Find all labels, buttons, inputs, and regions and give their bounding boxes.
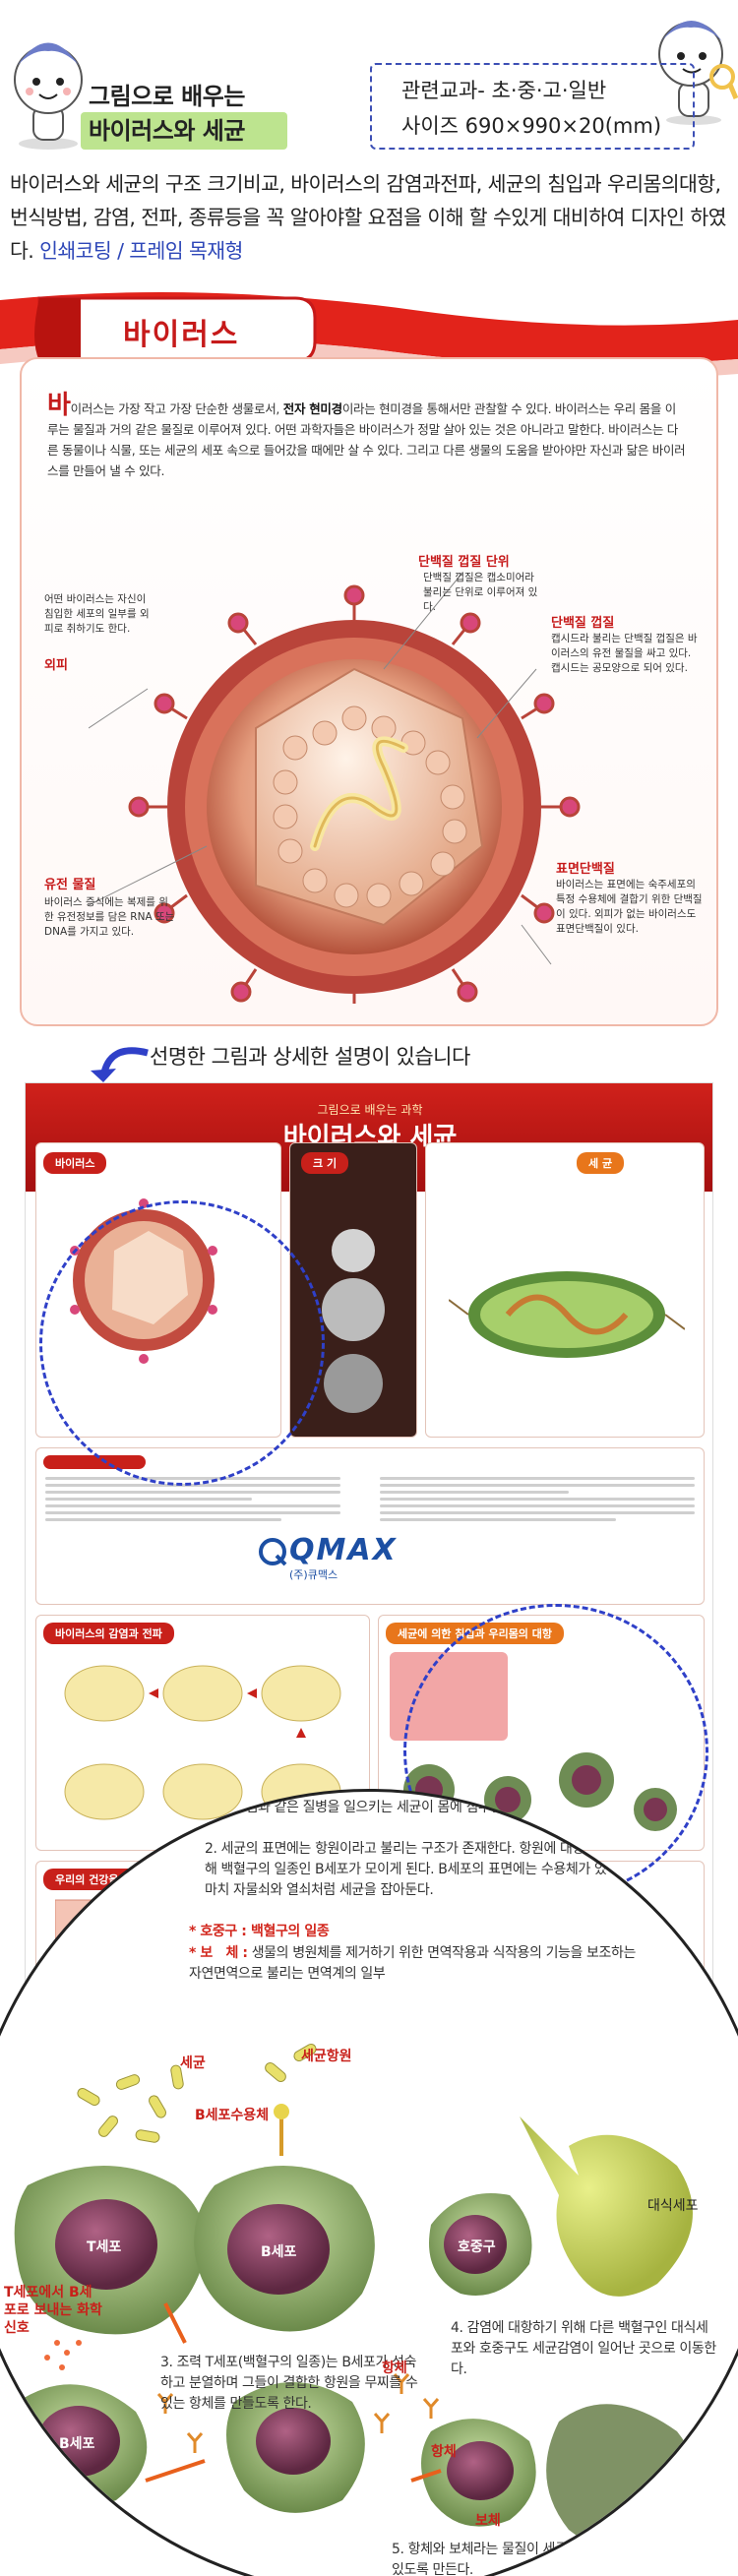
note-envelope: 어떤 바이러스는 자신이 침입한 세포의 일부를 외피로 취하기도 한다. xyxy=(44,593,150,635)
highlight-circle-virus xyxy=(39,1200,325,1486)
virus-intro: 바이러스는 가장 작고 가장 단순한 생물로서, 전자 현미경이라는 현미경을 … xyxy=(47,393,687,481)
label-antigen: 세균항원 xyxy=(301,2049,352,2064)
product-description: 바이러스와 세균의 구조 크기비교, 바이러스의 감염과전파, 세균의 침입과 … xyxy=(10,167,728,268)
poster-text-lines-right xyxy=(380,1477,695,1525)
label-capsomere: 단백질 껍질 단위 xyxy=(418,555,510,570)
zoom-step-5: 5. 항체와 보체라는 물질이 세균을 쉽게 죽일 수 있도록 만든다. xyxy=(392,2542,653,2576)
label-antibody-2: 항체 xyxy=(431,2444,457,2460)
poster-bacteria-image xyxy=(449,1271,685,1358)
note-capsid: 캡시드라 불리는 단백질 껍질은 바이러스의 유전 물질을 싸고 있다. 캡시드… xyxy=(551,633,698,674)
note-capsomere: 단백질 껍질은 캡소미어라 불리는 단위로 이루어져 있다. xyxy=(423,572,538,613)
description-text: 바이러스와 세균의 구조 크기비교, 바이러스의 감염과전파, 세균의 침입과 … xyxy=(10,172,726,263)
zoom-step-2: 2. 세균의 표면에는 항원이라고 불리는 구조가 존재한다. 항원에 대항하기… xyxy=(205,1841,626,1898)
description-highlight: 인쇄코팅 / 프레임 목재형 xyxy=(39,239,243,263)
zoom-step-1: 1. 인후염과 같은 질병을 일으키는 세균이 몸에 침투한다. xyxy=(205,1800,520,1815)
poster-infection-image xyxy=(64,1665,341,1820)
virus-heading: 바이러스 xyxy=(123,318,240,352)
title-block: 그림으로 배우는 바이러스와 세균 xyxy=(81,77,287,153)
qmax-logo-sub: (주)큐맥스 xyxy=(289,1568,338,1581)
header: 그림으로 배우는 바이러스와 세균 관련교과- 초·중·고·일반 사이즈 690… xyxy=(0,0,738,157)
zoom-def-1: * 호중구 : 백혈구의 일종 xyxy=(189,1924,330,1939)
label-bacteria: 세균 xyxy=(180,2055,206,2071)
virus-intro-text-1: 이러스는 가장 작고 가장 단순한 생물로서, xyxy=(70,401,283,416)
zoom-step-4: 4. 감염에 대항하기 위해 다른 백혈구인 대식세포와 호중구도 세균감염이 … xyxy=(451,2320,716,2377)
qmax-logo-icon xyxy=(259,1538,287,1566)
note-genetic: 바이러스 증식에는 복제를 위한 유전정보를 담은 RNA 또는 DNA를 가지… xyxy=(44,896,175,938)
callout-text: 선명한 그림과 상세한 설명이 있습니다 xyxy=(150,1045,470,1069)
label-b-receptor: B세포수용체 xyxy=(195,2108,270,2123)
label-surface: 표면단백질 xyxy=(556,862,615,877)
virus-intro-bold: 전자 현미경 xyxy=(282,401,342,416)
title-line-2: 바이러스와 세균 xyxy=(81,112,287,150)
zoom-circle: 1. 인후염과 같은 질병을 일으키는 세균이 몸에 침투한다. 2. 세균의 … xyxy=(0,1789,738,2576)
zoom-def-2: * 보 체 : 생물의 병원체를 제거하기 위한 면역작용과 식작용의 기능을 … xyxy=(189,1943,642,1985)
poster-tag-infection: 바이러스의 감염과 전파 xyxy=(43,1623,174,1644)
label-capsid: 단백질 껍질 xyxy=(551,616,615,631)
label-b-cell: B세포 xyxy=(261,2244,297,2260)
label-neutrophil: 호중구 xyxy=(458,2239,496,2255)
mascot-right-icon xyxy=(658,21,738,125)
poster-size-image xyxy=(322,1229,385,1413)
mascot-left-icon xyxy=(14,42,83,150)
label-complement: 보체 xyxy=(475,2513,501,2529)
zoom-def-2-text: 생물의 병원체를 제거하기 위한 면역작용과 식작용의 기능을 보조하는 자연면… xyxy=(189,1945,636,1982)
poster-subtitle: 그림으로 배우는 과학 xyxy=(317,1103,423,1117)
poster-tag-bacteria: 세 균 xyxy=(577,1152,625,1174)
info-subject: 관련교과- 초·중·고·일반 xyxy=(401,79,607,102)
virus-intro-text-2: 이라는 현미경을 통해서만 관찰할 수 있다. 바이러스는 우리 몸을 이루는 … xyxy=(47,401,686,478)
label-signal: T세포에서 B세포로 보내는 화학신호 xyxy=(4,2285,102,2336)
zoom-step-3: 3. 조력 T세포(백혈구의 일종)는 B세포가 성숙하고 분열하며 그들이 결… xyxy=(160,2355,418,2412)
virus-illustration xyxy=(89,572,581,1004)
poster-tag-size: 크 기 xyxy=(301,1152,349,1174)
zoom-detail: 1. 인후염과 같은 질병을 일으키는 세균이 몸에 침투한다. 2. 세균의 … xyxy=(0,1789,738,2576)
info-box: 관련교과- 초·중·고·일반 사이즈 690×990×20(mm) xyxy=(370,63,695,150)
zoom-illustration xyxy=(10,2044,697,2549)
label-antibody: 항체 xyxy=(382,2361,407,2376)
note-surface: 바이러스는 표면에는 숙주세포의 특정 수용체에 결합기 위한 단백질이 있다.… xyxy=(556,879,703,935)
qmax-logo: QMAX (주)큐맥스 xyxy=(258,1533,445,1581)
qmax-logo-text: QMAX xyxy=(289,1533,398,1567)
label-macrophage: 대식세포 xyxy=(647,2198,699,2214)
title-line-1: 그림으로 배우는 xyxy=(89,83,245,110)
label-envelope: 외피 xyxy=(44,658,68,673)
curved-arrow-icon xyxy=(91,1047,149,1082)
virus-intro-drop-cap: 바 xyxy=(47,391,71,420)
label-b-cell-2: B세포 xyxy=(59,2436,95,2452)
label-t-cell: T세포 xyxy=(87,2239,122,2255)
zoom-def-2-label: * 보 체 : xyxy=(189,1945,248,1961)
label-genetic: 유전 물질 xyxy=(44,878,96,892)
poster-tag-virus: 바이러스 xyxy=(43,1152,107,1174)
info-size: 사이즈 690×990×20(mm) xyxy=(401,114,662,138)
